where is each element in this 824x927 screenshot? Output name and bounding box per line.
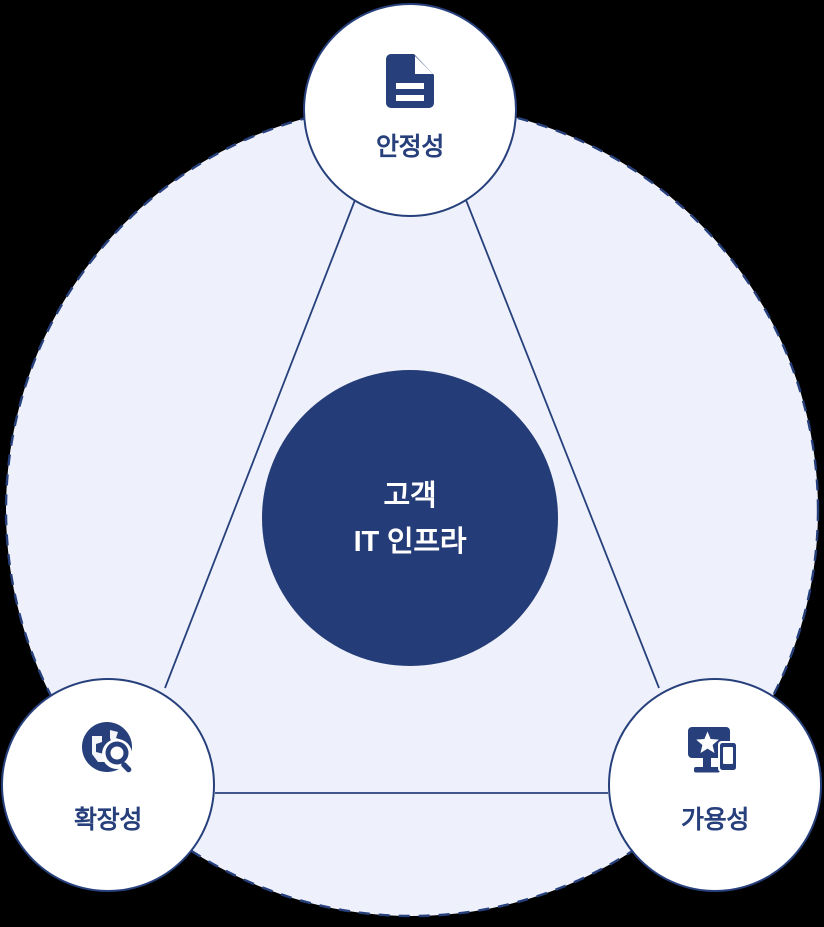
node-scalability[interactable]: 확장성: [1, 678, 215, 892]
globe-search-icon: [82, 722, 132, 773]
node-stability[interactable]: 안정성: [303, 3, 517, 217]
node-stability-label: 안정성: [376, 133, 444, 161]
devices-star-icon: [688, 727, 738, 773]
node-stability-circle: [303, 3, 517, 217]
document-icon: [386, 54, 434, 108]
connector-group: [164, 199, 660, 794]
node-availability[interactable]: 가용성: [608, 678, 822, 892]
connector-stability-availability: [465, 199, 660, 689]
center-hub[interactable]: 고객 IT 인프라: [262, 370, 558, 666]
node-availability-label: 가용성: [681, 806, 749, 834]
center-hub-circle: [262, 370, 558, 666]
center-hub-line2: IT 인프라: [354, 525, 467, 558]
node-availability-circle: [608, 678, 822, 892]
node-scalability-label: 확장성: [74, 806, 142, 834]
center-hub-line1: 고객: [384, 479, 437, 512]
connector-stability-scalability: [164, 199, 356, 689]
node-scalability-circle: [1, 678, 215, 892]
